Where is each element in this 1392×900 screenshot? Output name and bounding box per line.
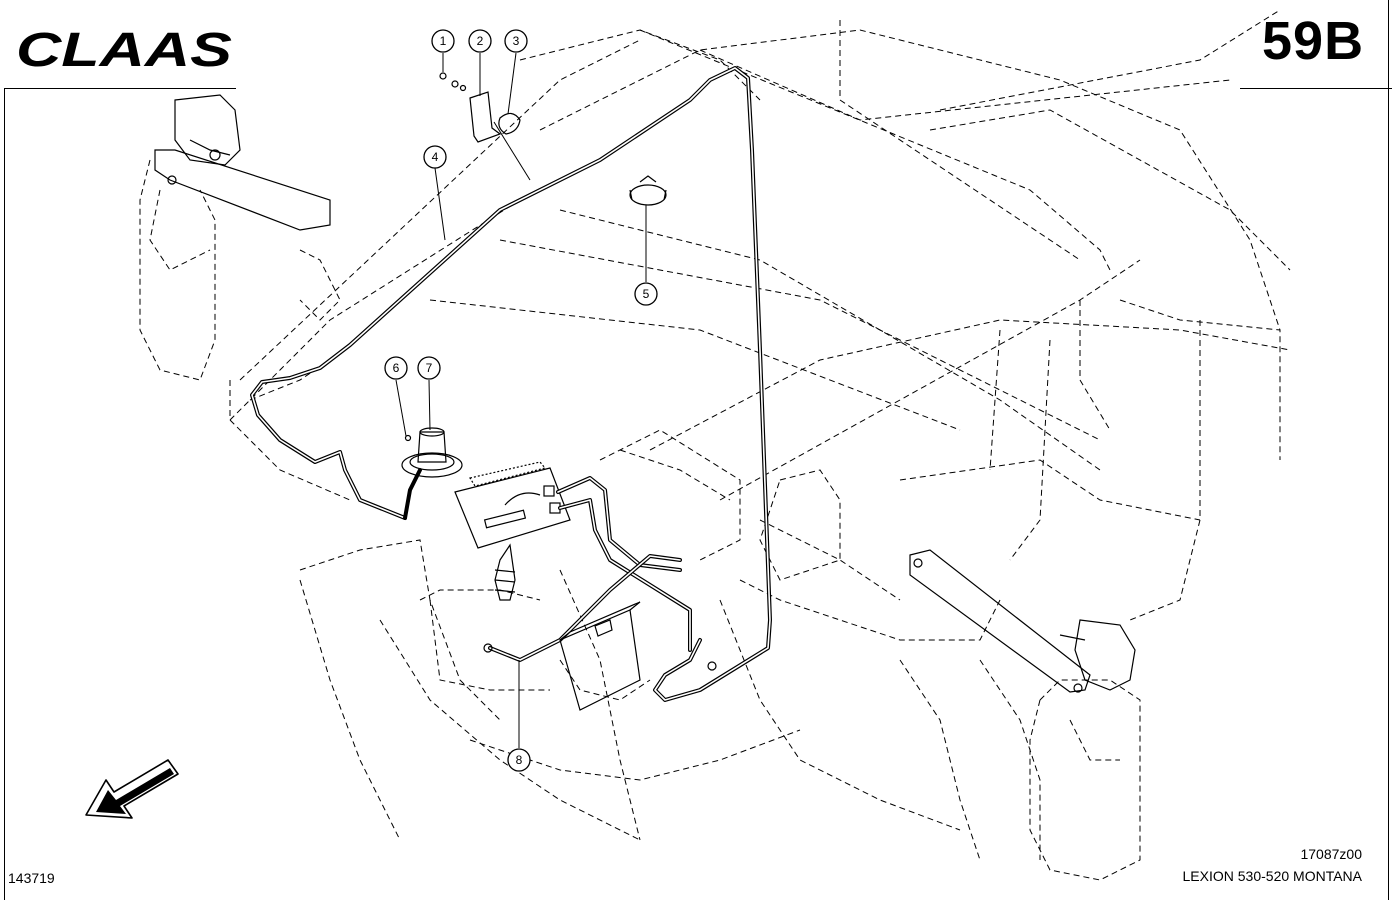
page-code: 59B (1262, 11, 1365, 71)
frame-right-border (1388, 0, 1389, 900)
callout-2: 2 (468, 29, 492, 53)
model-name: LEXION 530-520 MONTANA (1182, 868, 1362, 884)
image-number: 143719 (8, 870, 55, 886)
beacon-cable (250, 66, 772, 702)
header-rule-right (1240, 88, 1392, 89)
callout-5-label: 5 (643, 287, 650, 301)
hose-clamp (629, 175, 667, 206)
callout-1: 1 (431, 29, 455, 53)
callout-6-label: 6 (393, 361, 400, 375)
relay-box (559, 601, 641, 711)
callout-3: 3 (504, 29, 528, 53)
cab-structure (229, 9, 1291, 861)
control-panel (454, 461, 571, 549)
drawing-number: 17087z00 (1300, 846, 1362, 862)
callout-1-label: 1 (440, 34, 447, 48)
frame-left-border (4, 88, 5, 900)
claas-logo-lettering: CLAAS (16, 26, 232, 72)
callout-2-label: 2 (477, 34, 484, 48)
callout-3-label: 3 (513, 34, 520, 48)
header-rule-left (4, 88, 236, 89)
callout-5: 5 (634, 282, 658, 306)
callout-7-label: 7 (426, 361, 433, 375)
callout-4: 4 (423, 145, 447, 169)
mounting-bracket (439, 72, 521, 143)
claas-logo: CLAAS (16, 26, 232, 72)
signal-cable (483, 476, 717, 671)
callout-6: 6 (384, 356, 408, 380)
left-mirror-assembly (139, 94, 341, 381)
beacon-lamp (401, 427, 463, 478)
callout-4-label: 4 (432, 150, 439, 164)
right-mirror-assembly (909, 549, 1141, 881)
callout-8-label: 8 (516, 753, 523, 767)
callout-8: 8 (507, 748, 531, 772)
callout-7: 7 (417, 356, 441, 380)
direction-arrow-icon (85, 759, 179, 819)
callout-leaders (395, 52, 647, 748)
